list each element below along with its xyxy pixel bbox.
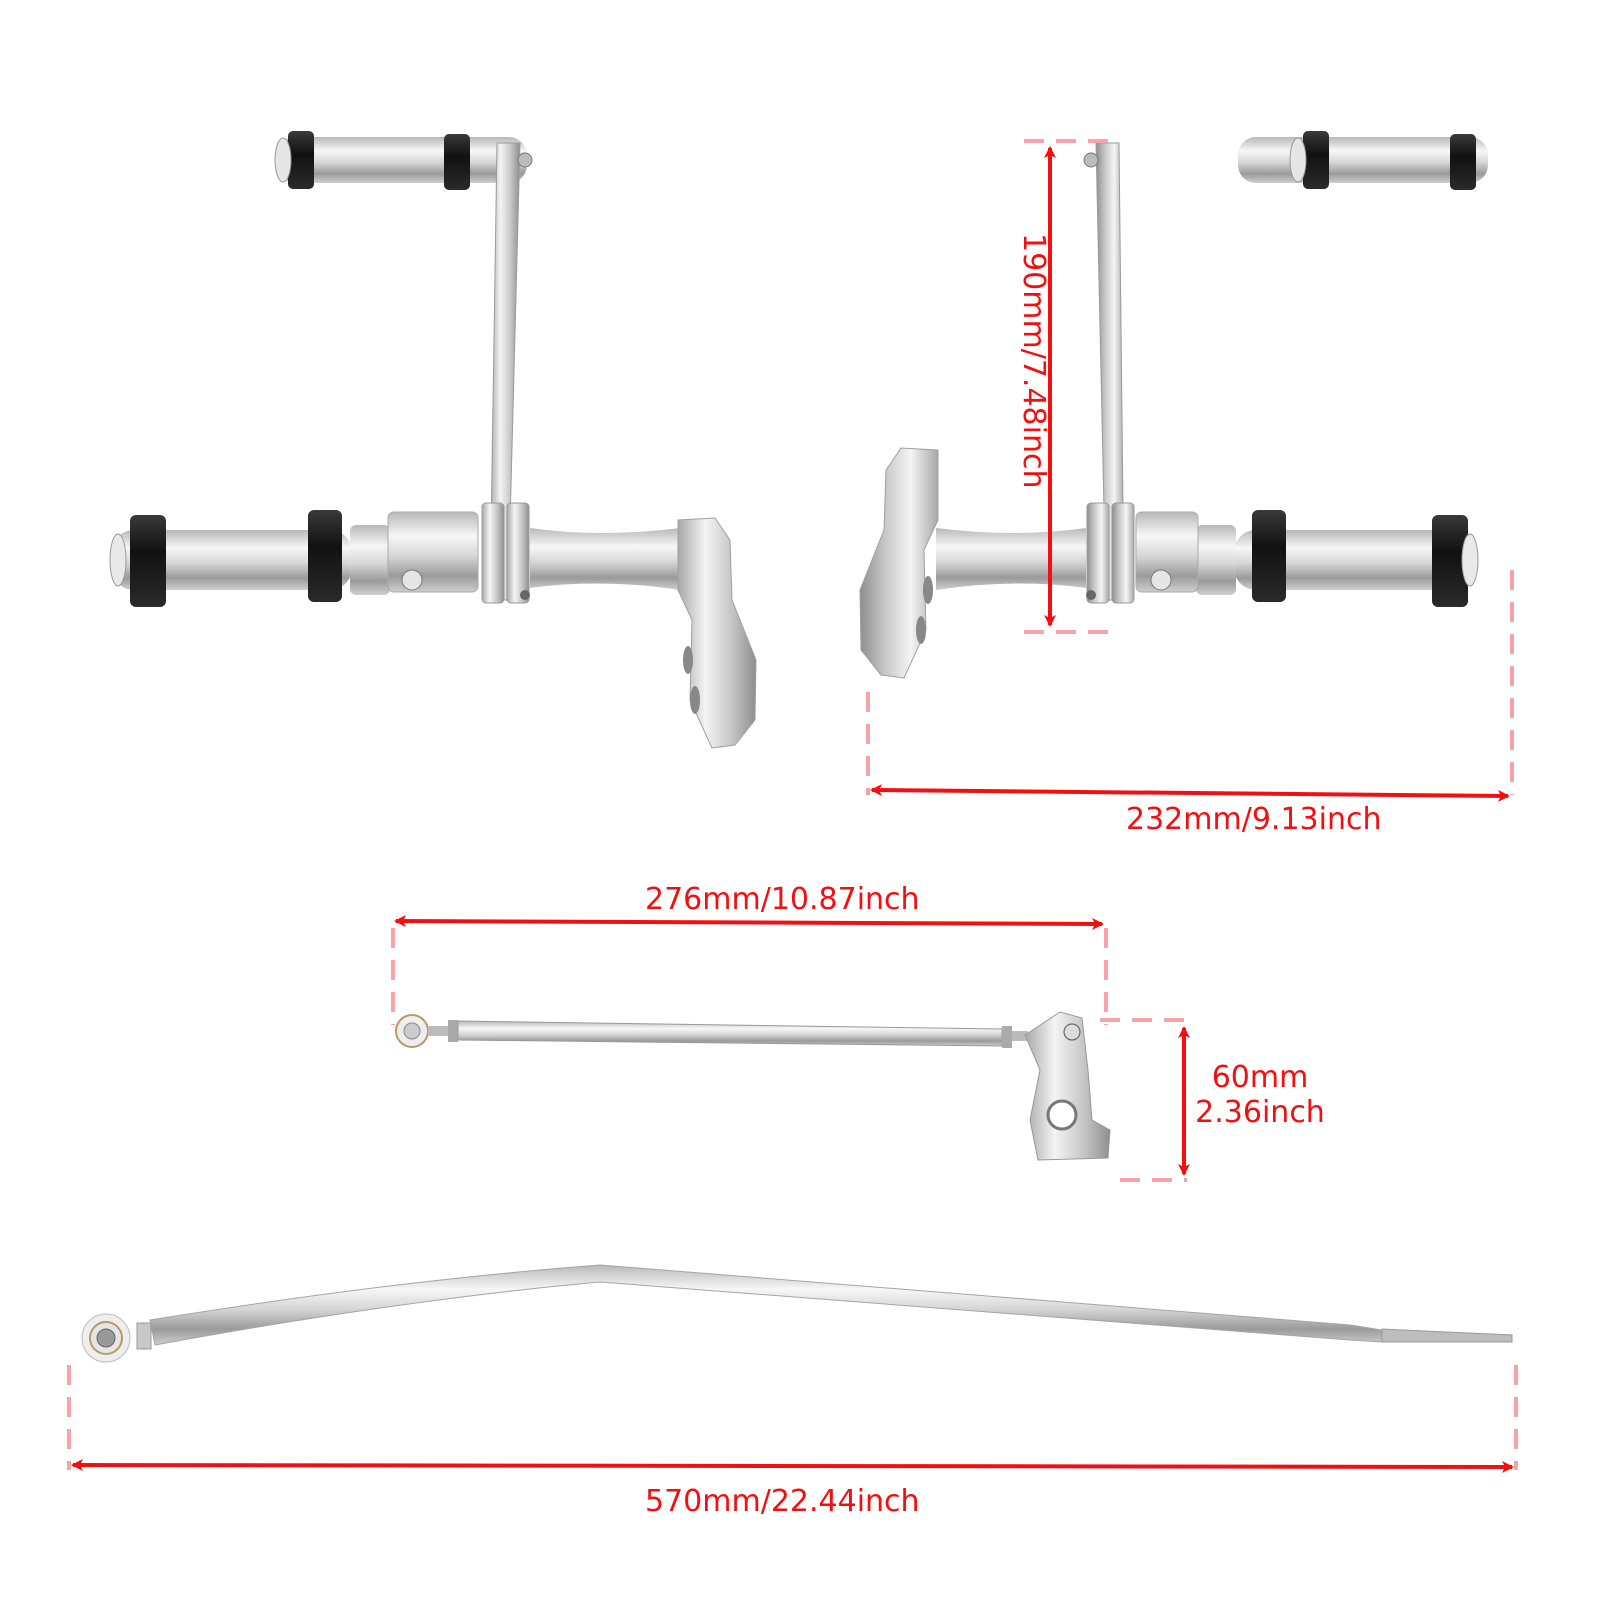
lever-height-label-inch: 2.36inch <box>1195 1095 1325 1130</box>
dimension-guides <box>67 139 1518 1470</box>
short-rod-arrow <box>394 915 1104 930</box>
peg-height-label: 190mm/7.48inch <box>1016 233 1051 489</box>
dimension-arrows <box>71 146 1514 1473</box>
long-shift-rod <box>81 1264 1513 1363</box>
short-shift-linkage <box>395 1011 1111 1161</box>
long-rod-length-label: 570mm/22.44inch <box>645 1484 920 1519</box>
right-forward-control <box>859 131 1488 679</box>
left-forward-control <box>109 131 757 749</box>
assembly-width-arrow <box>870 784 1510 802</box>
long-rod-arrow <box>71 1459 1514 1473</box>
assembly-width-label: 232mm/9.13inch <box>1126 802 1382 837</box>
short-rod-length-label: 276mm/10.87inch <box>645 882 920 917</box>
lever-height-label-mm: 60mm <box>1211 1060 1309 1095</box>
